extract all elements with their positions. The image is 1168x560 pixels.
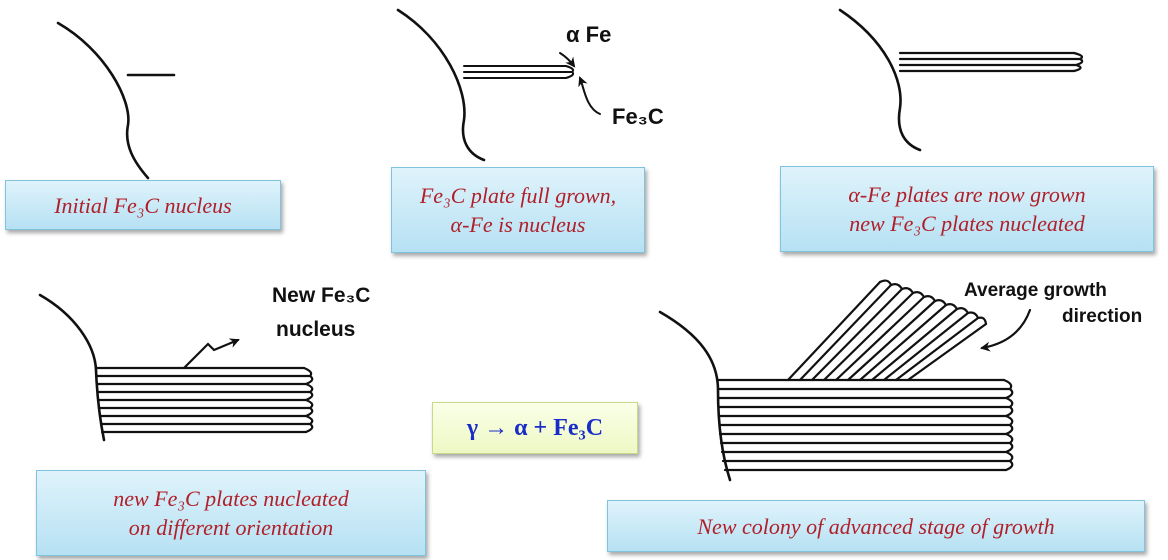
caption-line-1: new Fe₃C plates nucleated	[113, 486, 349, 511]
horizontal-lamellae	[716, 378, 1014, 472]
new-nucleus-leader	[182, 338, 240, 370]
caption-different-orientation: new Fe₃C plates nucleated on different o…	[36, 470, 426, 556]
panel-fe3c-full-grown	[396, 8, 601, 162]
caption-line-2: on different orientation	[128, 515, 334, 540]
fe3c-leader	[578, 76, 601, 115]
caption-line-1: α-Fe plates are now grown	[848, 182, 1086, 207]
panel-initial-nucleus	[56, 21, 176, 180]
caption-line-2: new Fe₃C plates nucleated	[849, 211, 1085, 236]
grain-boundary	[658, 310, 732, 482]
plate-stack	[463, 65, 575, 79]
reaction-equation: γ → α + Fe₃C	[466, 414, 604, 441]
nucleus-label: nucleus	[276, 318, 355, 341]
fe3c-label: Fe₃C	[612, 104, 664, 129]
new-fe3c-label: New Fe₃C	[272, 284, 370, 307]
grain-boundary	[396, 8, 486, 162]
grain-boundary	[56, 21, 150, 180]
lamellae-stack	[95, 366, 314, 434]
caption-fe3c-full-grown: Fe₃C plate full grown, α-Fe is nucleus	[391, 167, 645, 253]
caption-line-1: Fe₃C plate full grown,	[419, 183, 617, 208]
caption-line-2: α-Fe is nucleus	[450, 212, 586, 237]
caption-new-colony: New colony of advanced stage of growth	[607, 500, 1145, 552]
inclined-lamellae	[786, 279, 988, 382]
panel-new-fe3c-nucleus	[38, 293, 314, 442]
growth-direction-leader	[980, 308, 1032, 352]
reaction-equation-box: γ → α + Fe₃C	[432, 402, 638, 454]
caption-text: New colony of advanced stage of growth	[697, 513, 1055, 539]
average-growth-label: Average growth	[964, 280, 1107, 301]
grain-boundary	[838, 8, 922, 152]
caption-text: Initial Fe₃C nucleus	[54, 192, 232, 218]
direction-label: direction	[1062, 306, 1142, 327]
alpha-fe-label: α Fe	[566, 22, 611, 47]
panel-new-colony	[658, 279, 1032, 482]
grain-boundary	[38, 293, 106, 442]
caption-alpha-fe-grown: α-Fe plates are now grown new Fe₃C plate…	[780, 166, 1154, 252]
alpha-fe-leader	[559, 52, 576, 68]
panel-alpha-fe-grown	[838, 8, 1084, 152]
caption-initial-nucleus: Initial Fe₃C nucleus	[5, 180, 281, 230]
